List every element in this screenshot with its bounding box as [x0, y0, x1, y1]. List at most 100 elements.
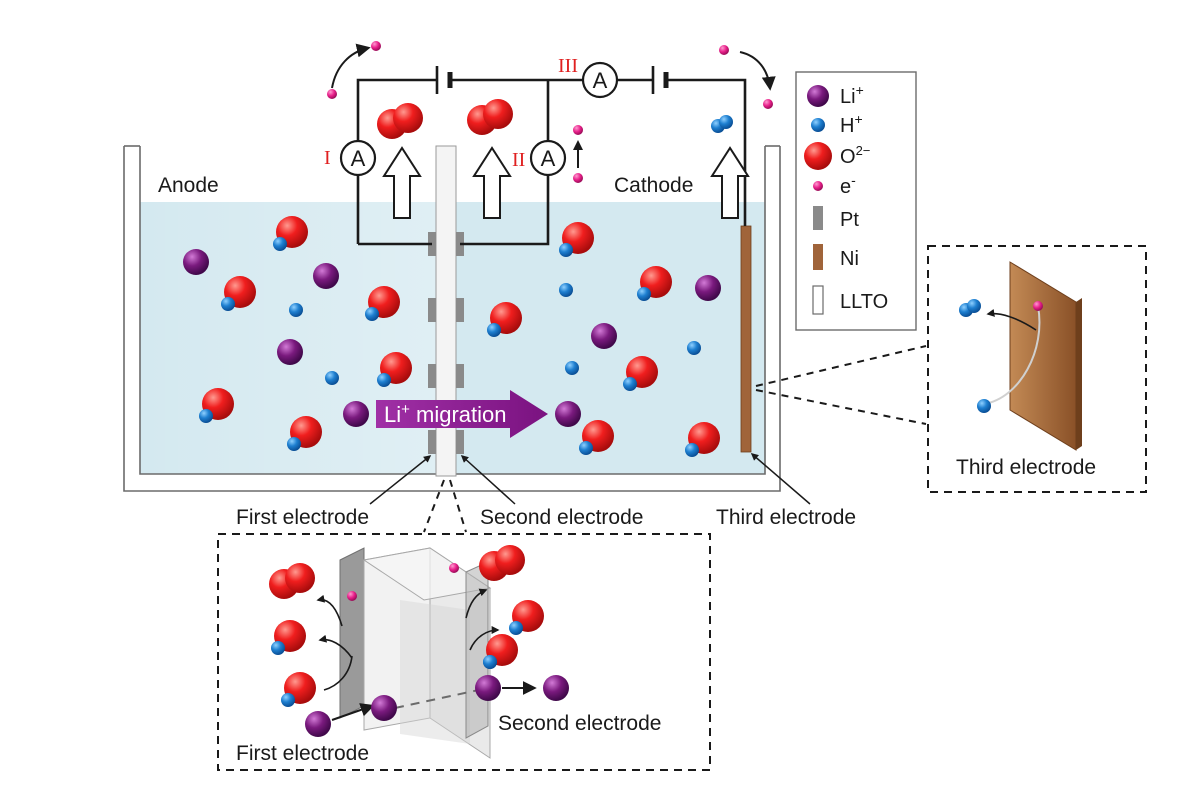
- li-ion: [183, 249, 209, 275]
- up-arrow-1: [382, 146, 422, 219]
- electron: [371, 41, 381, 51]
- oh-release-arrow-right: [469, 626, 500, 651]
- li-ion: [695, 275, 721, 301]
- li-ion: [475, 675, 501, 701]
- h-ion: [559, 243, 573, 257]
- pt-plate-3d-right: [465, 561, 489, 739]
- legend-h-swatch: [811, 118, 825, 132]
- ammeter-3: A: [581, 61, 619, 99]
- legend-e-swatch: [813, 181, 823, 191]
- inset-third-electrode: Third electrode: [927, 245, 1147, 493]
- inset-third-label: Third electrode: [956, 456, 1096, 479]
- curve-left: [323, 655, 353, 691]
- h-ion: [287, 437, 301, 451]
- electron: [719, 45, 729, 55]
- third-electrode-label: Third electrode: [716, 506, 856, 529]
- li-ion: [543, 675, 569, 701]
- tank-outer-wall: [123, 146, 781, 492]
- ni-third-electrode: [740, 225, 752, 453]
- pt-plate-3d: [339, 547, 365, 719]
- ammeter-2-symbol: A: [541, 146, 556, 171]
- electron: [347, 591, 357, 601]
- li-ion: [371, 695, 397, 721]
- li-migration-arrow: Li+ migration: [376, 390, 548, 438]
- legend-llto-swatch: [812, 285, 824, 315]
- h-ion: [281, 693, 295, 707]
- llto-block-inner: [400, 600, 470, 744]
- battery-right: [651, 66, 669, 94]
- zoom-lines-bottom: [423, 479, 467, 533]
- legend-pt-swatch: [813, 206, 823, 230]
- legend: Li+ H+ O2− e- Pt Ni LLTO: [795, 71, 917, 331]
- circuit: [356, 78, 747, 246]
- h-ion: [637, 287, 651, 301]
- oxygen-atom: [495, 545, 525, 575]
- electron: [573, 125, 583, 135]
- legend-h-label: H+: [840, 111, 863, 137]
- h-ion: [289, 303, 303, 317]
- roman-label-3: III: [558, 55, 578, 77]
- o2-release-arrow-left: [316, 594, 343, 627]
- li-ion: [277, 339, 303, 365]
- anode-label: Anode: [158, 174, 219, 197]
- legend-pt-label: Pt: [840, 209, 859, 231]
- h-ion: [221, 297, 235, 311]
- roman-label-2: II: [512, 149, 525, 171]
- li-ion: [305, 711, 331, 737]
- ammeter-3-symbol: A: [593, 68, 608, 93]
- legend-llto-label: LLTO: [840, 291, 888, 313]
- li-ion: [343, 401, 369, 427]
- h-ion: [623, 377, 637, 391]
- legend-ni-swatch: [813, 244, 823, 270]
- legend-o-label: O2−: [840, 143, 870, 168]
- electron-flow-arrow-left: [331, 43, 371, 89]
- electrode-pointers: [369, 453, 811, 505]
- ammeter-1: A: [339, 139, 377, 177]
- electron: [763, 99, 773, 109]
- pt-electrode-left-2: [428, 298, 436, 322]
- pt-electrode-left-4: [428, 430, 436, 454]
- oh-release-arrow-left: [318, 634, 353, 659]
- h-ion: [365, 307, 379, 321]
- h-ion: [271, 641, 285, 655]
- legend-o-swatch: [804, 142, 832, 170]
- zoom-lines-right: [755, 345, 927, 425]
- legend-li-swatch: [807, 85, 829, 107]
- gas-evolution-arrows: [382, 146, 750, 219]
- wire-second-electrode: [460, 80, 550, 246]
- pt-electrode-right-2: [456, 298, 464, 322]
- electron: [1033, 301, 1043, 311]
- oxygen-atom: [483, 99, 513, 129]
- h-ion: [687, 341, 701, 355]
- wire-right-top: [666, 78, 747, 226]
- h-atom: [967, 299, 981, 313]
- li-ion: [313, 263, 339, 289]
- o2-release-arrow-right: [465, 588, 488, 619]
- first-electrode-label: First electrode: [236, 506, 369, 529]
- roman-label-1: I: [324, 147, 331, 169]
- ammeter-2: A: [529, 139, 567, 177]
- h-ion: [559, 283, 573, 297]
- h-ion: [685, 443, 699, 457]
- electron: [449, 563, 459, 573]
- h-ion: [325, 371, 339, 385]
- li-in-arrow: [331, 703, 375, 721]
- legend-ni-label: Ni: [840, 248, 859, 270]
- inset-third-arrow: [986, 309, 1037, 331]
- battery-left: [435, 66, 453, 94]
- oxygen-atom: [285, 563, 315, 593]
- electron: [327, 89, 337, 99]
- h-ion: [483, 655, 497, 669]
- h-ion: [509, 621, 523, 635]
- wire-left-top: [356, 78, 437, 244]
- inset-second-electrode-label: Second electrode: [498, 712, 661, 735]
- h-ion: [199, 409, 213, 423]
- electron: [573, 173, 583, 183]
- li-ion: [555, 401, 581, 427]
- inset-third-path: [983, 305, 1041, 405]
- llto-block-top: [362, 547, 492, 601]
- electron-flow-arrow-right: [739, 51, 776, 91]
- oxygen-atom: [393, 103, 423, 133]
